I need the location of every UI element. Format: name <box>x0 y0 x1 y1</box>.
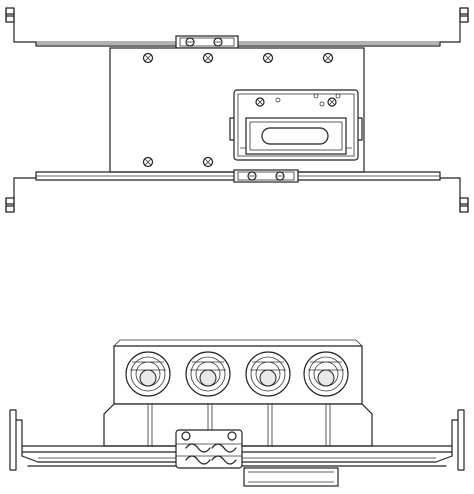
screw-icon <box>142 156 154 168</box>
top-view <box>5 7 469 213</box>
bar-clamp-side <box>175 429 243 469</box>
screw-icon <box>262 52 274 64</box>
screw-icon <box>202 156 214 168</box>
bar-clamp-upper <box>175 35 239 49</box>
screw-icon <box>322 52 334 64</box>
side-view <box>9 339 465 487</box>
connector-row <box>125 351 349 397</box>
connector-icon <box>303 351 349 397</box>
screw-icon <box>202 52 214 64</box>
junction-box-base <box>103 403 373 447</box>
screw-icon <box>327 97 337 107</box>
screw-icon <box>142 52 154 64</box>
connector-icon <box>185 351 231 397</box>
bottom-bracket <box>243 467 339 487</box>
connector-icon <box>245 351 291 397</box>
screw-icon <box>255 97 265 107</box>
junction-box-top <box>229 89 363 161</box>
plate-screws <box>142 52 334 168</box>
mounting-bar-lower <box>5 171 469 213</box>
bar-clamp-lower <box>233 169 299 183</box>
connector-icon <box>125 351 171 397</box>
